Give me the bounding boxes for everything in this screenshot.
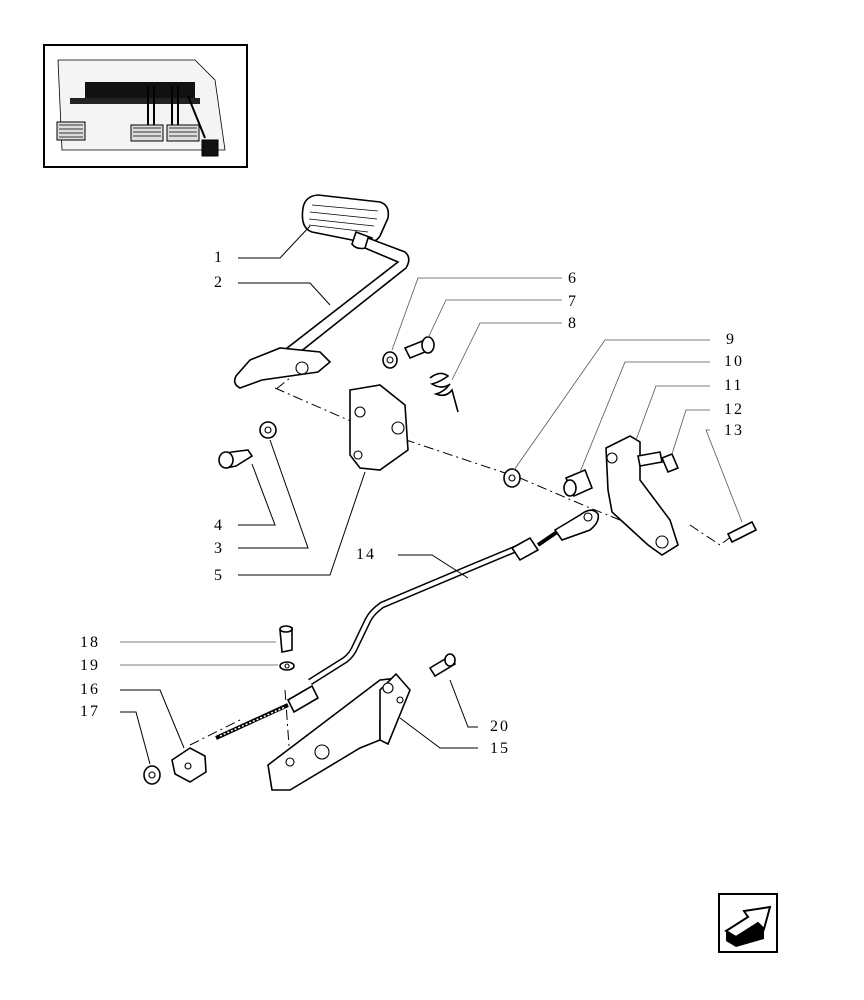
- callout-15: 15: [490, 740, 510, 757]
- callout-9: 9: [726, 331, 736, 348]
- callout-13: 13: [724, 422, 744, 439]
- callout-labels: 1 2 3 4 5 6 7 8 9 10 11 12 13 14 15 16 1…: [80, 249, 744, 757]
- callout-14: 14: [356, 546, 376, 563]
- callout-17: 17: [80, 703, 100, 720]
- callout-4: 4: [214, 517, 224, 534]
- callout-7: 7: [568, 293, 578, 310]
- lever-assembly-right: [503, 435, 758, 556]
- callout-18: 18: [80, 634, 100, 651]
- callout-5: 5: [214, 567, 224, 584]
- cab-pedals-inset: [43, 44, 248, 168]
- bolt-and-nut: [218, 421, 277, 469]
- control-cable: [215, 509, 600, 740]
- callout-12: 12: [724, 401, 744, 418]
- leader-lines: [120, 225, 743, 765]
- callout-2: 2: [214, 274, 224, 291]
- pedal-bracket: [349, 384, 409, 471]
- callout-16: 16: [80, 681, 100, 698]
- callout-11: 11: [724, 377, 743, 394]
- lower-bracket: [267, 672, 411, 791]
- callout-19: 19: [80, 657, 100, 674]
- callout-20: 20: [490, 718, 510, 735]
- arrow-next-page-icon: [718, 893, 778, 953]
- pedal-lever: [233, 236, 410, 389]
- washer-screw-spring: [382, 336, 459, 413]
- callout-10: 10: [724, 353, 744, 370]
- small-hardware: [143, 625, 457, 785]
- callout-8: 8: [568, 315, 578, 332]
- callout-3: 3: [214, 540, 224, 557]
- callout-1: 1: [214, 249, 224, 266]
- callout-6: 6: [568, 270, 578, 287]
- next-page-button[interactable]: [718, 893, 778, 953]
